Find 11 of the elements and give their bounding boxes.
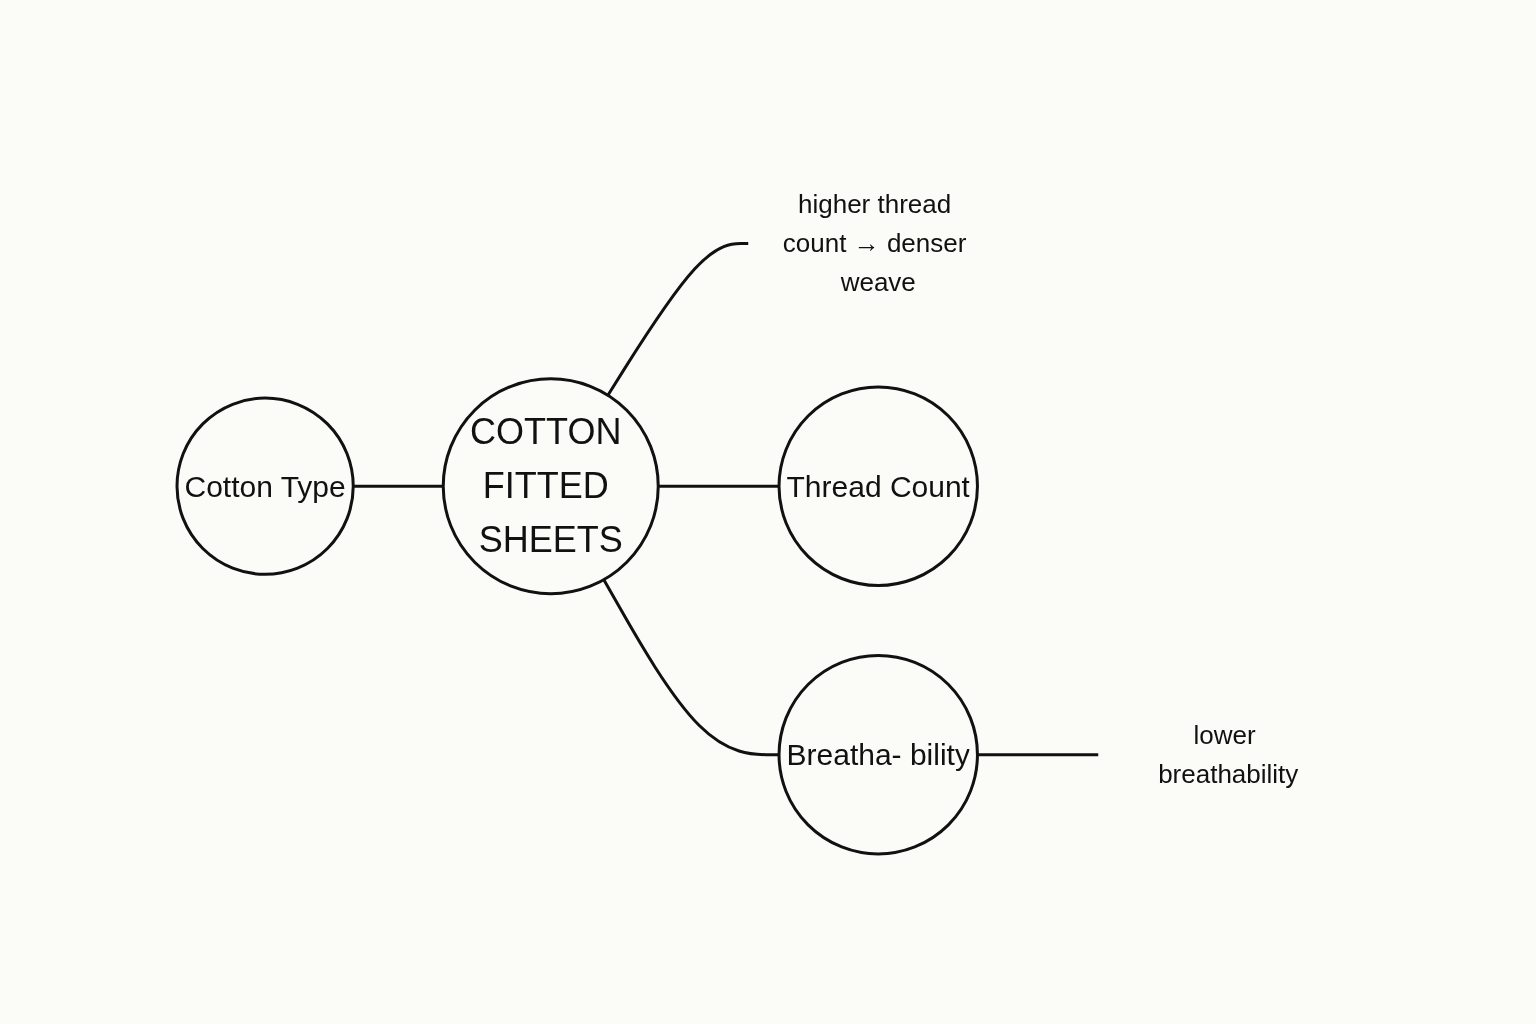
node-circle: COTTON FITTED SHEETS (442, 377, 661, 596)
connector (353, 484, 444, 488)
connector (977, 753, 1099, 757)
node-text: higher thread count → denser weave (783, 189, 967, 298)
node-circle: Thread Count (777, 385, 980, 587)
node-circle: Cotton Type (175, 396, 356, 576)
connector (607, 242, 749, 397)
connector (602, 579, 780, 757)
connector (658, 484, 780, 488)
node-text: lower breathability (1158, 719, 1299, 789)
node-circle: Breatha- bility (777, 654, 980, 856)
